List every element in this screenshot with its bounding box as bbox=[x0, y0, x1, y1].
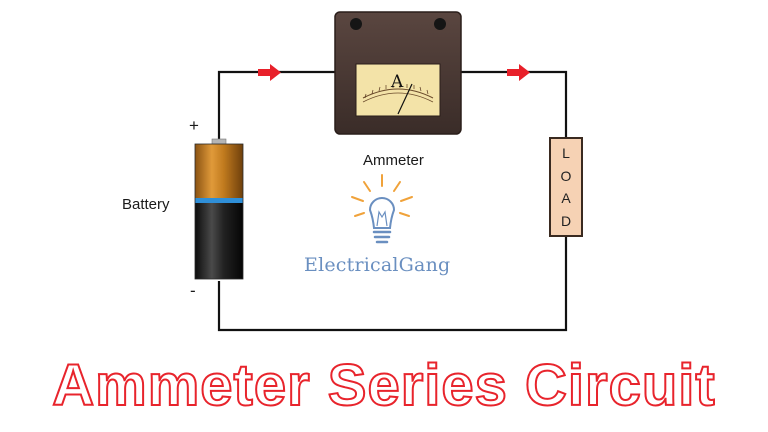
ammeter-device bbox=[334, 11, 462, 135]
lightbulb-logo-icon bbox=[351, 174, 413, 244]
load-letter: L bbox=[562, 145, 570, 162]
current-arrow-icon bbox=[258, 64, 281, 81]
wire-bottom bbox=[217, 237, 568, 332]
load-letter: D bbox=[560, 212, 572, 229]
circuit-wires bbox=[217, 70, 568, 332]
current-arrow-icon bbox=[507, 64, 530, 81]
positive-terminal-label: + bbox=[189, 116, 199, 135]
ammeter-label: Ammeter bbox=[363, 152, 424, 169]
battery-band bbox=[195, 198, 243, 203]
terminal-left-icon bbox=[350, 18, 362, 30]
wire-top-left bbox=[217, 70, 335, 140]
negative-terminal-label: - bbox=[190, 281, 196, 300]
battery bbox=[194, 138, 244, 280]
battery-label: Battery bbox=[122, 196, 170, 213]
battery-bottom-half bbox=[195, 203, 243, 279]
load-letter: A bbox=[561, 190, 571, 207]
page-title: Ammeter Series Circuit bbox=[51, 352, 716, 419]
meter-face bbox=[355, 63, 441, 117]
ammeter-letter: A bbox=[391, 72, 404, 92]
battery-top-half bbox=[195, 144, 243, 200]
load-resistor: L O A D bbox=[549, 137, 583, 237]
meter-needle bbox=[397, 83, 413, 115]
terminal-right-icon bbox=[434, 18, 446, 30]
wire-top-right bbox=[461, 70, 568, 137]
brand-watermark: ElectricalGang bbox=[304, 254, 451, 276]
load-letter: O bbox=[560, 167, 572, 184]
